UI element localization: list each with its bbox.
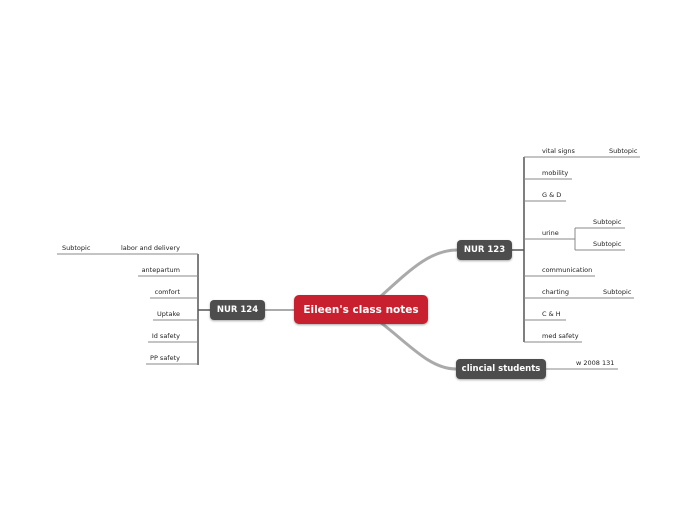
subtopic[interactable]: Subtopic: [609, 147, 638, 155]
subtopic-pp-safety[interactable]: PP safety: [150, 354, 180, 362]
topic-label: NUR 124: [216, 305, 259, 315]
subtopic-uptake[interactable]: Uptake: [157, 310, 180, 318]
topic-label: clincial students: [461, 364, 541, 374]
topic-clinical-students[interactable]: clincial students: [456, 359, 546, 379]
subtopic-antepartum[interactable]: antepartum: [141, 266, 180, 274]
topic-nur-123[interactable]: NUR 123: [457, 240, 512, 260]
subtopic-mobility[interactable]: mobility: [542, 169, 569, 177]
subtopic-charting[interactable]: charting: [542, 288, 569, 296]
subtopic-communication[interactable]: communication: [542, 266, 593, 274]
central-topic[interactable]: Eileen's class notes: [294, 295, 428, 324]
subtopic-labor-and-delivery[interactable]: labor and delivery: [120, 244, 180, 252]
central-topic-label: Eileen's class notes: [303, 303, 419, 316]
subtopic-w-2008-131[interactable]: w 2008 131: [576, 359, 615, 367]
subtopic[interactable]: Subtopic: [593, 218, 622, 226]
subtopic[interactable]: Subtopic: [62, 244, 91, 252]
topic-nur-124[interactable]: NUR 124: [210, 300, 265, 320]
subtopic-vital-signs[interactable]: vital signs: [542, 147, 575, 155]
subtopic-id-safety[interactable]: Id safety: [151, 332, 180, 340]
subtopic-comfort[interactable]: comfort: [154, 288, 180, 296]
subtopic-c-and-h[interactable]: C & H: [542, 310, 561, 318]
subtopic[interactable]: Subtopic: [593, 240, 622, 248]
subtopic[interactable]: Subtopic: [603, 288, 632, 296]
subtopic-med-safety[interactable]: med safety: [542, 332, 579, 340]
subtopic-urine[interactable]: urine: [542, 229, 559, 237]
topic-label: NUR 123: [463, 245, 506, 255]
subtopic-g-and-d[interactable]: G & D: [542, 191, 562, 199]
